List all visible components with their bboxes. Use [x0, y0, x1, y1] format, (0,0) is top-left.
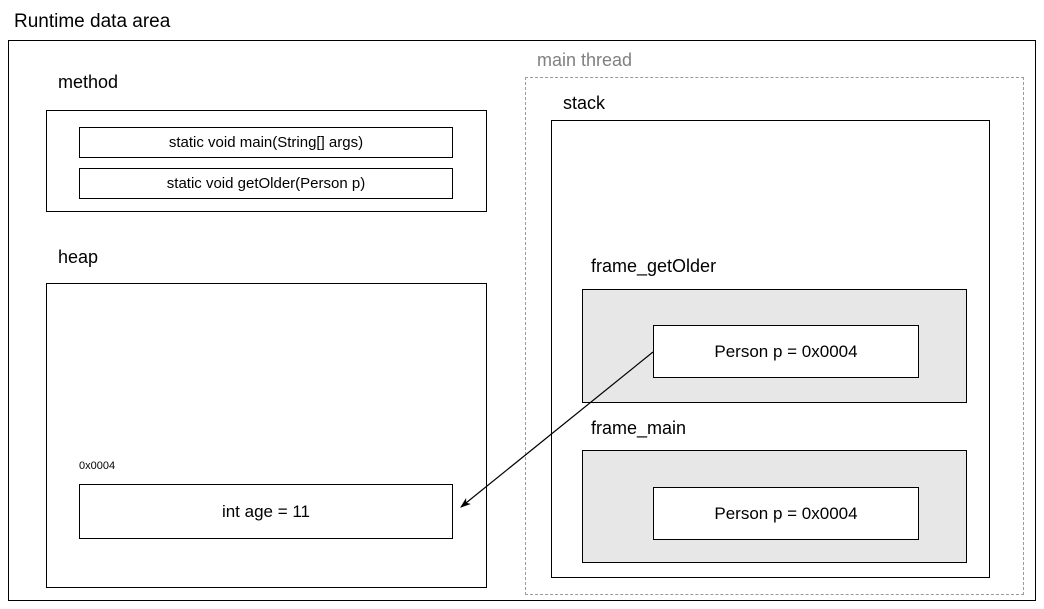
method-area-label: method	[58, 72, 119, 92]
frame-getolder-slot-label: Person p = 0x0004	[714, 341, 858, 361]
page-title: Runtime data area	[14, 11, 171, 32]
heap-object-address-label: 0x0004	[79, 460, 116, 472]
stack-area-label: stack	[563, 93, 606, 113]
method-entry-main: static void main(String[] args)	[79, 127, 453, 158]
main-thread-box	[525, 77, 1024, 595]
frame-main-slot: Person p = 0x0004	[653, 487, 919, 540]
frame-main-label: frame_main	[591, 418, 687, 438]
main-thread-label: main thread	[537, 50, 633, 70]
heap-object-content: int age = 11	[221, 501, 311, 521]
frame-getolder-label: frame_getOlder	[591, 256, 717, 276]
frame-main-slot-label: Person p = 0x0004	[714, 503, 858, 523]
frame-getolder-slot: Person p = 0x0004	[653, 325, 919, 378]
method-entry-main-label: static void main(String[] args)	[168, 133, 364, 151]
heap-area-label: heap	[58, 247, 99, 267]
heap-object-box: int age = 11	[79, 484, 453, 539]
heap-area-box	[46, 283, 487, 588]
method-entry-getolder: static void getOlder(Person p)	[79, 168, 453, 199]
method-entry-getolder-label: static void getOlder(Person p)	[166, 174, 366, 192]
